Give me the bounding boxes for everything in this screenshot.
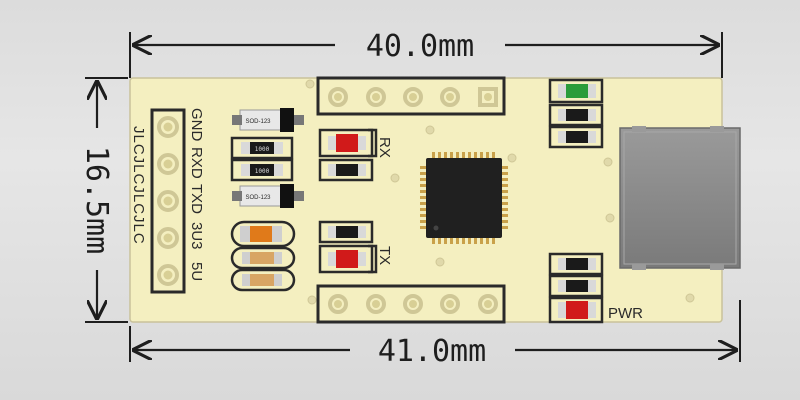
- led-green-top: [548, 78, 604, 104]
- pin-label-5v: 5U: [188, 262, 205, 281]
- resistor-code: 1000: [255, 146, 270, 153]
- led-tx: [318, 244, 378, 274]
- usb-connector: [619, 126, 741, 270]
- pin-label-gnd: GND: [188, 108, 205, 142]
- diode-top-label: SOD-123: [245, 119, 271, 125]
- brand-text: JLCJLCJLCJLC: [130, 126, 147, 245]
- top-width-label: 40.0mm: [366, 29, 474, 64]
- pin-header-top: [316, 76, 506, 116]
- diode-top: SOD-123: [232, 108, 304, 132]
- resistors-left: 1000 1000: [230, 136, 294, 182]
- led-tx-label: TX: [376, 246, 393, 265]
- resistor-code: 1000: [255, 168, 270, 175]
- bottom-width-label: 41.0mm: [378, 334, 486, 369]
- diode-bottom: SOD-123: [232, 184, 304, 208]
- resistors-right-bottom: [548, 252, 604, 298]
- led-rx-label: RX: [376, 137, 393, 158]
- resistors-right-top: [548, 103, 604, 149]
- pin-label-3v3: 3U3: [188, 222, 205, 250]
- left-dimension: 16.5mm: [79, 77, 128, 323]
- vias: [305, 79, 695, 305]
- pin-label-txd: TXD: [188, 184, 205, 214]
- height-label: 16.5mm: [79, 146, 114, 254]
- header-pin-labels: GND RXD TXD 3U3 5U: [188, 108, 205, 281]
- top-dimension: 40.0mm: [129, 29, 723, 78]
- pin-header-bottom: [316, 284, 506, 324]
- capacitors-left: [230, 220, 296, 292]
- bottom-dimension: 41.0mm: [129, 300, 741, 369]
- led-rx: [318, 128, 378, 158]
- resistor-rx: [318, 158, 374, 182]
- diode-bottom-label: SOD-123: [245, 195, 271, 201]
- pin-header-left: [150, 108, 186, 294]
- led-pwr-label: PWR: [608, 305, 643, 322]
- resistor-tx: [318, 220, 374, 244]
- pin-label-rxd: RXD: [188, 147, 205, 179]
- led-pwr: [548, 296, 604, 324]
- main-ic: [420, 152, 508, 244]
